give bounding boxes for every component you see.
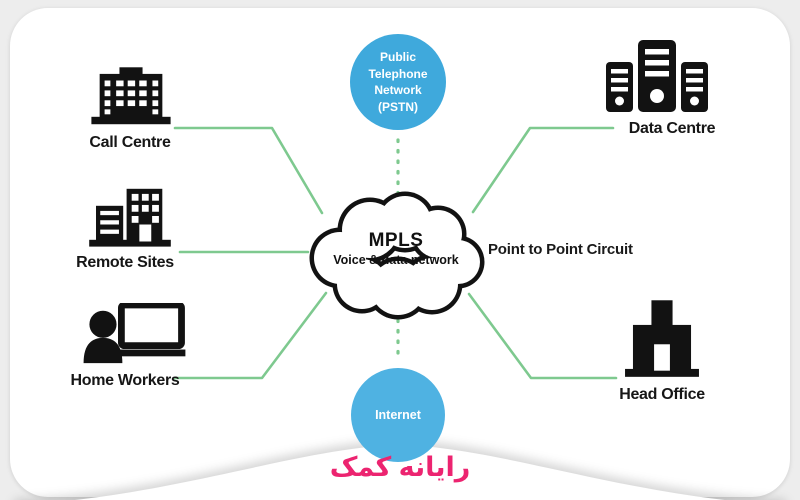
pstn-label: Public Telephone Network (PSTN)	[368, 50, 428, 114]
cloud-title: MPLS	[368, 230, 424, 251]
head-office-label: Head Office	[619, 386, 705, 403]
mpls-cloud-icon	[309, 191, 485, 320]
head-office-building-icon	[618, 298, 706, 380]
internet-label: Internet	[375, 408, 421, 422]
cloud-subtitle: Voice & data network	[333, 253, 459, 267]
pstn-circle: Public Telephone Network (PSTN)	[350, 34, 446, 130]
internet-circle: Internet	[351, 368, 445, 462]
call-centre-label: Call Centre	[89, 134, 171, 151]
server-towers-icon	[600, 38, 712, 120]
two-buildings-icon	[86, 182, 174, 250]
point-to-point-label: Point to Point Circuit	[488, 241, 633, 258]
person-laptop-icon	[80, 303, 188, 367]
office-building-icon	[88, 64, 174, 130]
remote-sites-label: Remote Sites	[76, 254, 174, 271]
home-workers-label: Home Workers	[70, 372, 180, 389]
data-centre-label: Data Centre	[628, 120, 716, 137]
rayanekomak-logo: رایانه کمک	[329, 452, 471, 482]
